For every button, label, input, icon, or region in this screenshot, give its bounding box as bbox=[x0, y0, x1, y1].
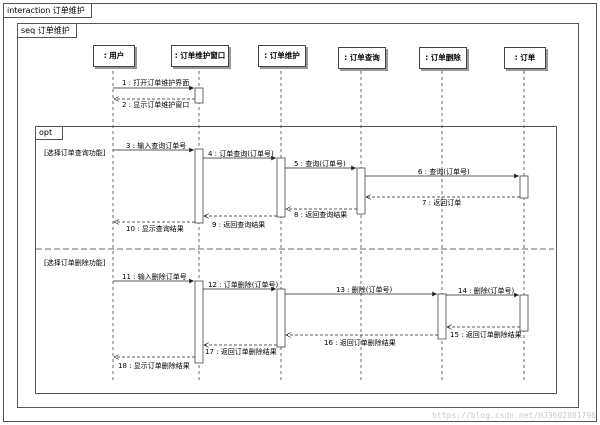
activation-order-2 bbox=[519, 294, 529, 332]
interaction-frame bbox=[3, 3, 597, 422]
opt-fragment-label: opt bbox=[36, 127, 64, 140]
msg-2-label: 2 : 显示订单维护窗口 bbox=[122, 101, 190, 109]
sequence-frame-label: seq 订单维护 bbox=[18, 24, 77, 38]
msg-7-label: 7 : 返回订单 bbox=[422, 199, 462, 207]
lifeline-order-query: : 订单查询 bbox=[338, 47, 386, 69]
lifeline-order-maintain: : 订单维护 bbox=[258, 45, 306, 67]
sequence-frame bbox=[17, 23, 579, 408]
activation-maintain-1 bbox=[276, 157, 286, 218]
lifeline-user: : 用户 bbox=[93, 45, 135, 67]
msg-3-label: 3 : 输入查询订单号 bbox=[126, 142, 187, 150]
msg-9-label: 9 : 返回查询结果 bbox=[212, 221, 266, 229]
lifeline-order-delete: : 订单删除 bbox=[419, 47, 467, 69]
activation-window-2 bbox=[194, 148, 204, 224]
activation-window-1 bbox=[194, 87, 204, 104]
msg-13-label: 13 : 删除(订单号) bbox=[336, 286, 393, 294]
msg-14-label: 14 : 删除(订单号) bbox=[458, 287, 515, 295]
guard-query: [选择订单查询功能] bbox=[44, 149, 106, 157]
activation-order-1 bbox=[519, 175, 529, 199]
activation-window-3 bbox=[194, 280, 204, 364]
msg-12-label: 12 : 订单删除(订单号) bbox=[208, 281, 279, 289]
msg-11-label: 11 : 输入删除订单号 bbox=[122, 273, 187, 281]
activation-maintain-2 bbox=[276, 288, 286, 348]
lifeline-order: : 订单 bbox=[504, 47, 546, 69]
interaction-frame-label: interaction 订单维护 bbox=[4, 4, 92, 18]
msg-17-label: 17 : 返回订单删除结果 bbox=[205, 348, 277, 356]
msg-18-label: 18 : 显示订单删除结果 bbox=[118, 362, 190, 370]
msg-4-label: 4 : 订单查询(订单号) bbox=[208, 150, 274, 158]
msg-8-label: 8 : 返回查询结果 bbox=[294, 211, 348, 219]
msg-16-label: 16 : 返回订单删除结果 bbox=[324, 339, 396, 347]
msg-1-label: 1 : 打开订单维护界面 bbox=[122, 79, 190, 87]
lifeline-order-window: : 订单维护窗口 bbox=[171, 45, 229, 67]
msg-5-label: 5 : 查询(订单号) bbox=[294, 160, 346, 168]
opt-fragment bbox=[35, 126, 557, 394]
msg-10-label: 10 : 显示查询结果 bbox=[126, 225, 184, 233]
msg-15-label: 15 : 返回订单删除结果 bbox=[450, 331, 522, 339]
activation-query-1 bbox=[356, 167, 366, 215]
guard-delete: [选择订单删除功能] bbox=[44, 259, 106, 267]
activation-delete-1 bbox=[437, 293, 447, 340]
msg-6-label: 6 : 查询(订单号) bbox=[418, 168, 470, 176]
watermark: https://blog.csdn.net/HJ3602801796 bbox=[432, 411, 596, 420]
